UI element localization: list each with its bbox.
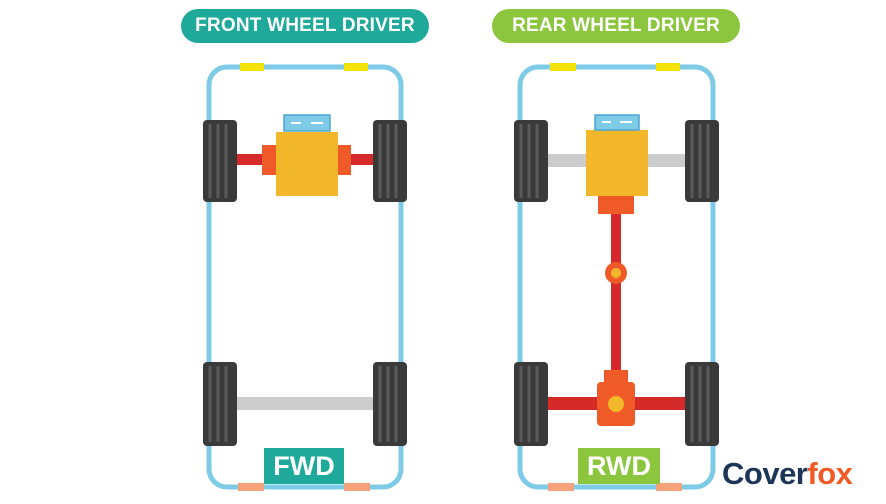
rwd-front-left-wheel	[514, 120, 548, 202]
fwd-headlight-right	[344, 63, 368, 71]
fwd-headlight-left	[240, 63, 264, 71]
rwd-taillight-right	[656, 483, 682, 491]
rwd-chassis-frame	[517, 64, 716, 490]
fwd-rear-left-wheel	[203, 362, 237, 446]
fwd-badge: FWD	[264, 448, 344, 484]
fwd-left-joint	[262, 145, 278, 175]
fwd-right-joint	[335, 145, 351, 175]
rwd-taillight-left	[548, 483, 574, 491]
rwd-gearbox	[598, 192, 634, 214]
rwd-headlight-right	[656, 63, 680, 71]
rwd-engine-head	[594, 114, 640, 131]
rwd-diff-top	[604, 370, 628, 384]
fwd-car	[203, 63, 407, 491]
rwd-headlight-left	[550, 63, 576, 71]
fwd-engine-head	[283, 114, 331, 132]
fwd-taillight-left	[238, 483, 264, 491]
rwd-rear-left-wheel	[514, 362, 548, 446]
logo-text-cover: Cover	[722, 456, 808, 491]
logo-text-fox: fox	[807, 456, 853, 491]
fwd-title: FRONT WHEEL DRIVER	[181, 9, 429, 43]
rwd-front-right-wheel	[685, 120, 719, 202]
rwd-car	[514, 63, 719, 491]
fwd-front-right-wheel	[373, 120, 407, 202]
rwd-rear-right-wheel	[685, 362, 719, 446]
fwd-rear-axle	[234, 397, 376, 410]
fwd-rear-right-wheel	[373, 362, 407, 446]
fwd-front-left-wheel	[203, 120, 237, 202]
rwd-engine	[586, 130, 648, 196]
rwd-title: REAR WHEEL DRIVER	[492, 9, 740, 43]
fwd-chassis-frame	[206, 64, 404, 490]
rwd-driveshaft	[611, 205, 621, 390]
rwd-badge: RWD	[578, 448, 660, 484]
fwd-taillight-right	[344, 483, 370, 491]
fwd-engine	[276, 132, 338, 196]
